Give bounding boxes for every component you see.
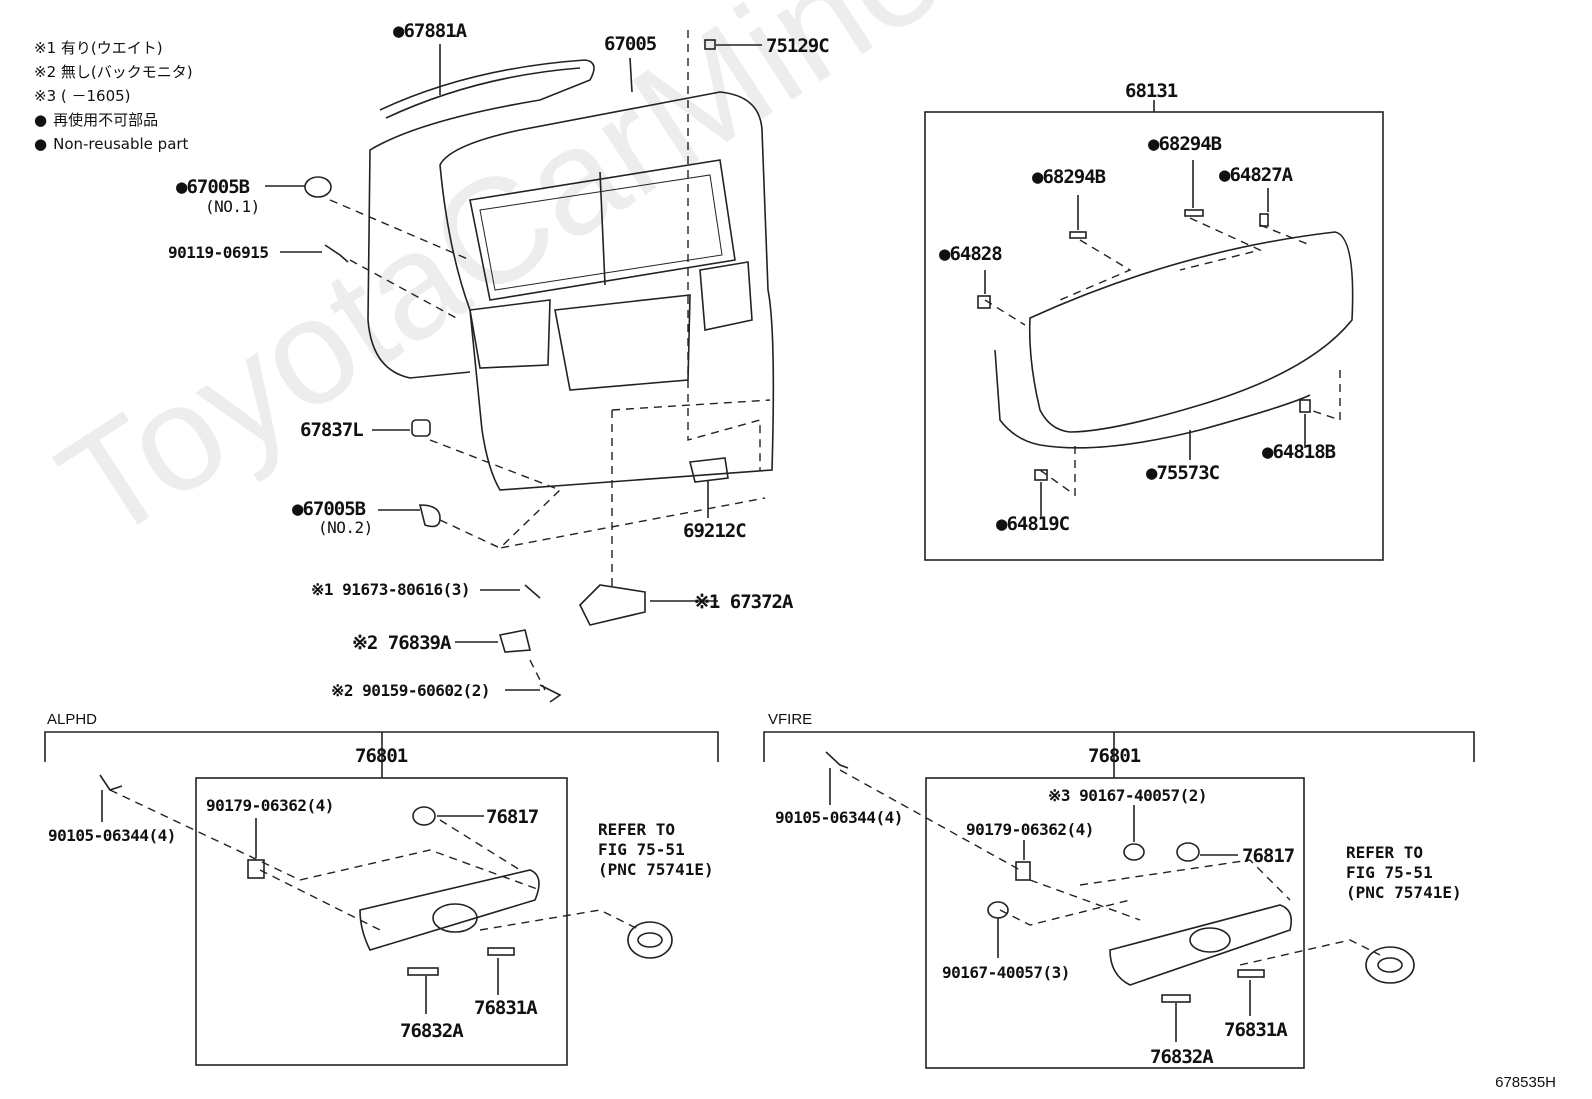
camera-76839A [498,629,532,653]
label-90119-06915: 90119-06915 [168,243,269,262]
box-68131 [924,111,1384,561]
clip-68294B-a [1069,231,1087,239]
weight-67372A [579,584,646,626]
label-64828: ●64828 [939,243,1003,265]
lamp-69212C [689,457,729,483]
alphd-refer-line2: FIG 75-51 [598,840,685,859]
vfire-label-90179: 90179-06362(4) [966,820,1094,839]
alphd-label-90179: 90179-06362(4) [206,796,334,815]
alphd-label-76832A: 76832A [400,1020,464,1042]
vfire-label-76831A: 76831A [1224,1019,1288,1041]
alphd-bolt-90105 [99,774,123,791]
label-68294B-a: ●68294B [1032,166,1106,188]
label-68294B-b: ●68294B [1148,133,1222,155]
vfire-label-90105: 90105-06344(4) [775,808,903,827]
label-64819C: ●64819C [996,513,1070,535]
alphd-label-76801: 76801 [355,745,408,767]
legend-nonreusable-jp: 再使用不可部品 [34,108,193,132]
alphd-garnish [359,869,540,951]
legend: ※1 有り(ウエイト) ※2 無し(バックモニタ) ※3 ( －1605) 再使… [34,36,193,156]
clip-67837L [411,419,431,437]
label-64827A: ●64827A [1219,164,1293,186]
vfire-emblem [1365,946,1415,984]
vfire-label-76817: 76817 [1242,845,1295,867]
vfire-bolt-90167-top [1123,843,1145,861]
legend-note2: ※2 無し(バックモニタ) [34,63,193,81]
label-67881A: ●67881A [393,20,467,42]
clip-64827A [1259,213,1269,227]
vfire-76832A [1161,994,1191,1003]
alphd-76832A [407,967,439,976]
bumper-67005B-no2 [418,504,441,528]
vfire-refer-note: REFER TO FIG 75-51 (PNC 75741E) [1346,843,1462,903]
alphd-refer-note: REFER TO FIG 75-51 (PNC 75741E) [598,820,714,880]
alphd-emblem [627,921,673,959]
vfire-bolt-90105 [825,751,849,769]
part-75129C [704,39,716,50]
label-75129C: 75129C [766,35,830,57]
figure-number: 678535H [1495,1074,1556,1091]
box-alphd-76801 [195,777,568,1066]
label-64818B: ●64818B [1262,441,1336,463]
alphd-76831A [487,947,515,956]
section-vfire-title: VFIRE [768,711,813,728]
label-67005B-no2-sub: (NO.2) [318,518,373,537]
vfire-garnish [1109,904,1293,986]
label-67005B-no2: ●67005B [292,498,366,520]
label-67005: 67005 [604,33,657,55]
vfire-label-76801: 76801 [1088,745,1141,767]
vfire-label-90167-bottom: 90167-40057(3) [942,963,1070,982]
label-91673-80616: ※1 91673-80616(3) [311,580,471,599]
legend-nonreusable-en: Non-reusable part [34,132,193,156]
label-68131: 68131 [1125,80,1178,102]
label-76839A: ※2 76839A [352,632,451,654]
clip-64819C [1034,469,1048,481]
vfire-bolt-90167-bottom [987,901,1009,919]
label-75573C: ●75573C [1146,462,1220,484]
label-67372A: ※1 67372A [694,591,793,613]
clip-64828 [977,295,991,309]
label-69212C: 69212C [683,520,747,542]
legend-note3: ※3 ( －1605) [34,87,131,105]
vfire-label-90167-top: ※3 90167-40057(2) [1048,786,1208,805]
clip-64818B [1299,399,1311,413]
label-90159-60602: ※2 90159-60602(2) [331,681,491,700]
bolt-90119 [324,244,349,263]
alphd-label-76831A: 76831A [474,997,538,1019]
weatherstrip-67881A [367,59,595,379]
vfire-refer-line1: REFER TO [1346,843,1424,862]
alphd-refer-line1: REFER TO [598,820,676,839]
legend-note1: ※1 有り(ウエイト) [34,39,163,57]
vfire-bumper-76817 [1176,842,1200,862]
label-67837L: 67837L [300,419,364,441]
alphd-bumper-76817 [412,806,436,826]
garnish-68131 [1028,231,1354,433]
back-door-panel-67005 [439,91,775,491]
alphd-label-76817: 76817 [486,806,539,828]
vfire-refer-line3: (PNC 75741E) [1346,883,1462,902]
bumper-67005B-no1 [304,176,332,198]
section-alphd-title: ALPHD [47,711,98,728]
box-vfire-76801 [925,777,1305,1069]
clip-68294B-b [1184,209,1204,217]
vfire-refer-line2: FIG 75-51 [1346,863,1433,882]
vfire-nut-90179 [1015,861,1031,881]
alphd-refer-line3: (PNC 75741E) [598,860,714,879]
vfire-76831A [1237,969,1265,978]
alphd-nut-90179 [247,859,265,879]
alphd-label-90105: 90105-06344(4) [48,826,176,845]
vfire-label-76832A: 76832A [1150,1046,1214,1068]
label-67005B-no1-sub: (NO.1) [205,197,260,216]
label-67005B-no1: ●67005B [176,176,250,198]
